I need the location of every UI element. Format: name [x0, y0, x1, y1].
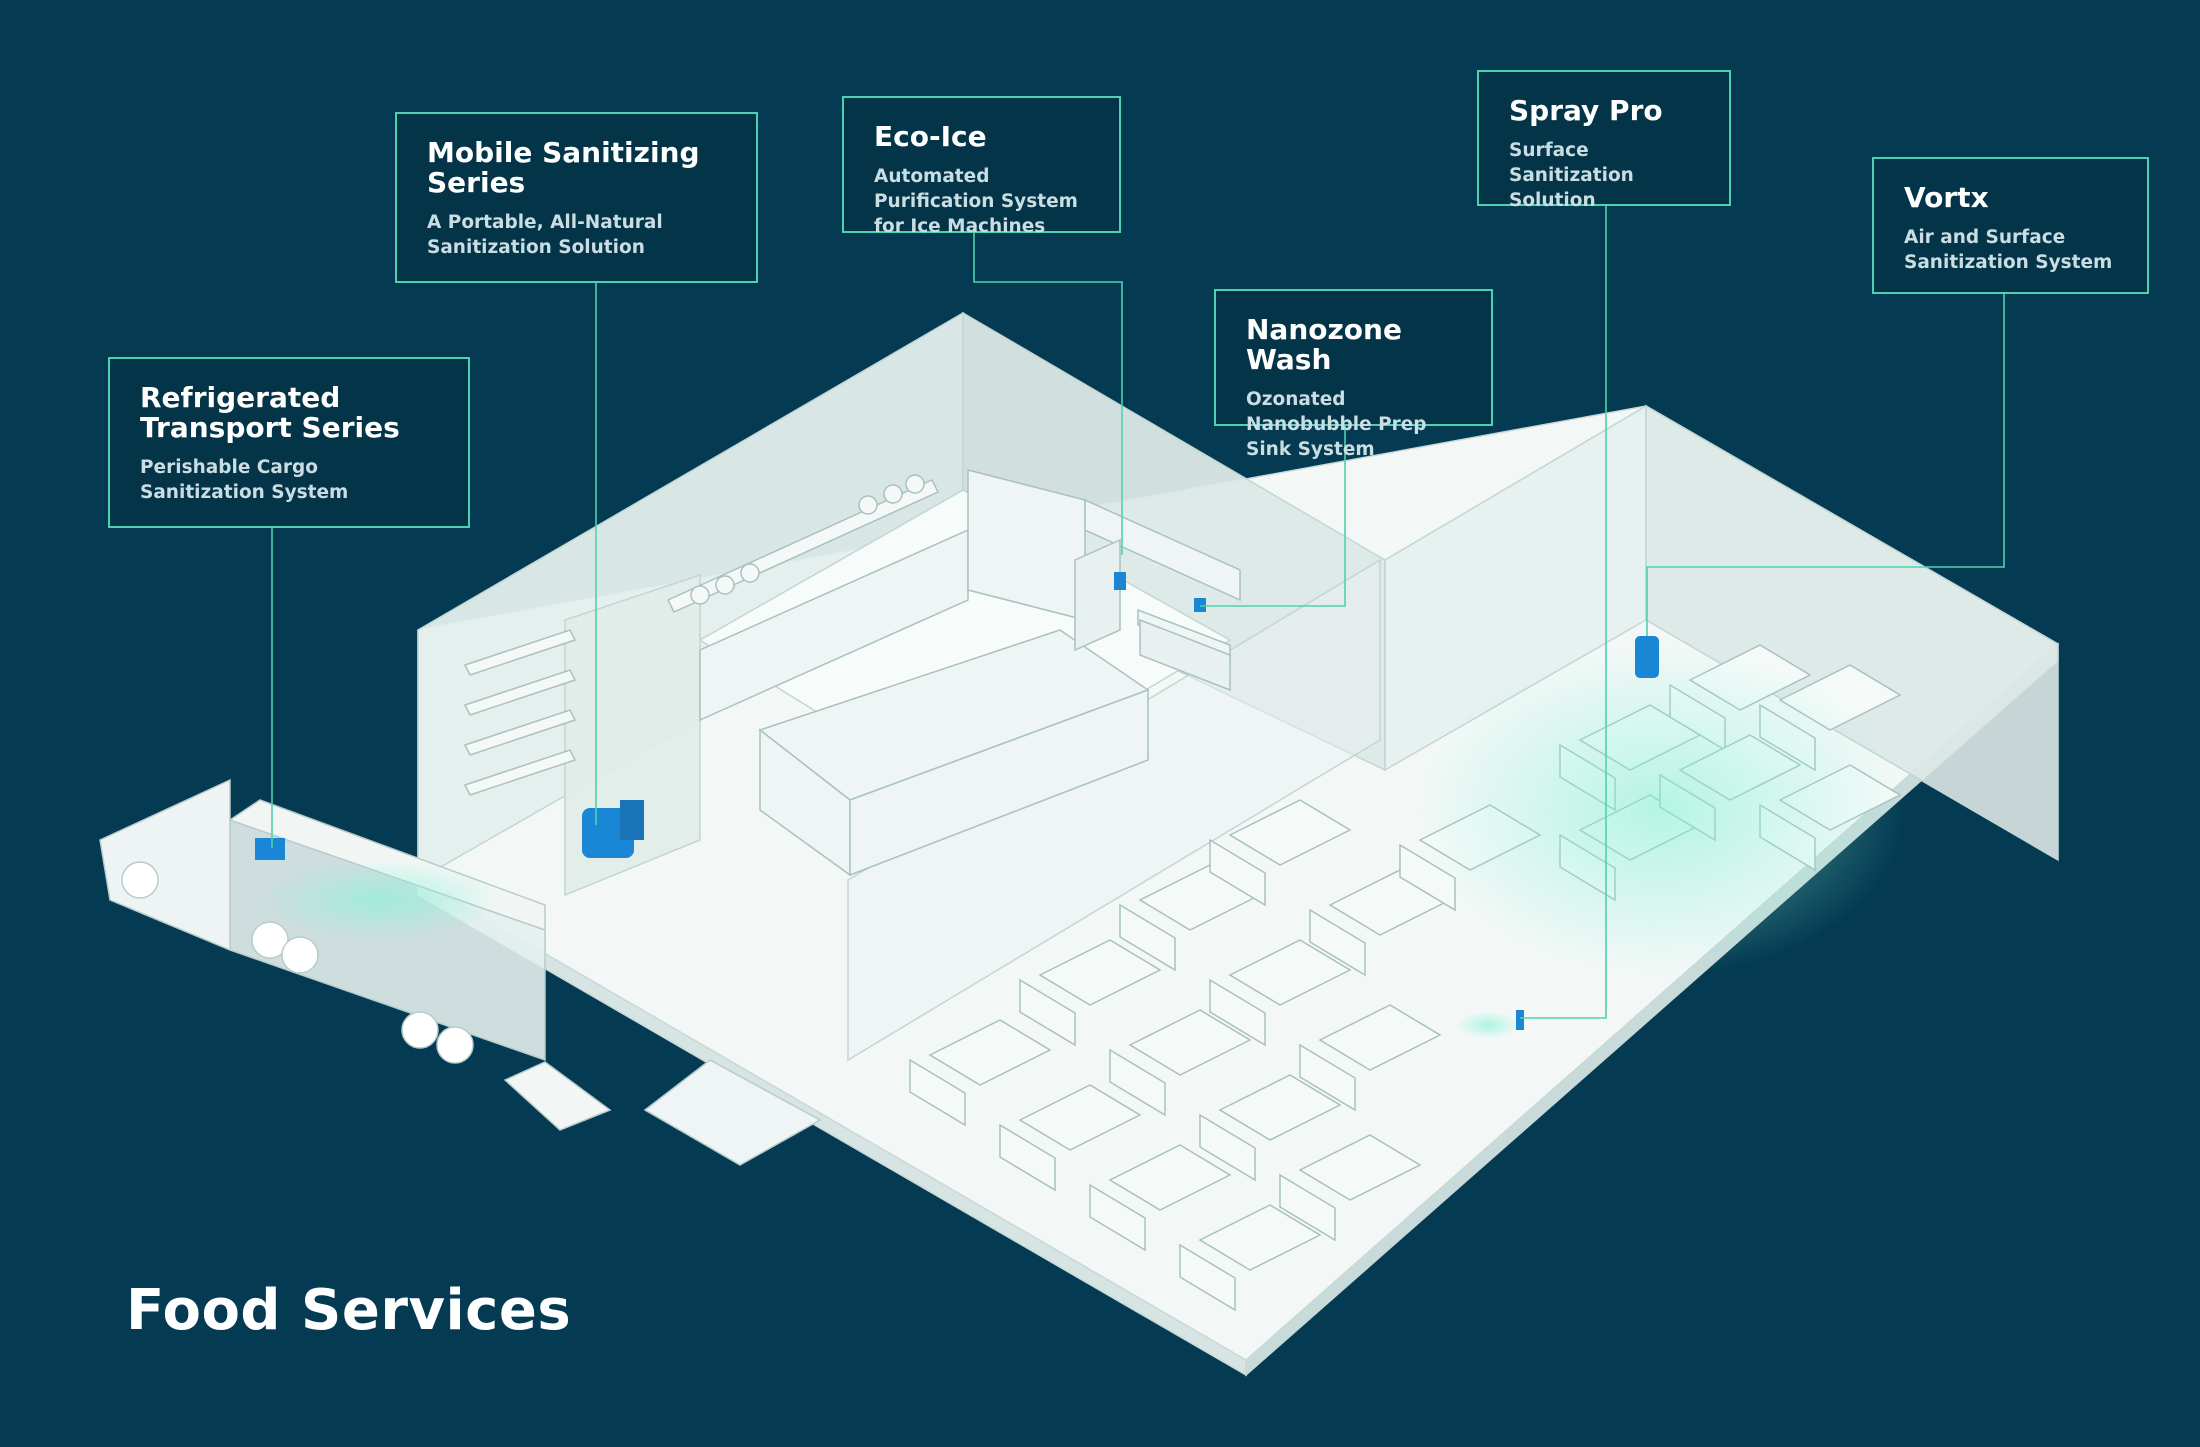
dining-table: [1218, 1074, 1342, 1141]
dining-table: [1018, 1084, 1142, 1151]
dining-table: [1228, 939, 1352, 1006]
booth-seat: [1209, 838, 1266, 907]
booth-seat: [999, 1123, 1056, 1192]
delivery-truck: [99, 778, 822, 1166]
callout-description: Automated Purification System for Ice Ma…: [874, 166, 1078, 237]
callout-mobile-sanitizing: Mobile Sanitizing Series A Portable, All…: [395, 112, 758, 283]
callout-description: Air and Surface Sanitization System: [1904, 227, 2113, 273]
vortx-zone: [1415, 636, 1905, 975]
page-title: Food Services: [126, 1278, 572, 1343]
booth-seat: [1179, 1243, 1236, 1312]
dining-table: [1128, 1009, 1252, 1076]
callout-leader-lines: [271, 205, 2005, 1019]
booth-seat: [1199, 1113, 1256, 1182]
booth-seat: [1119, 903, 1176, 972]
dining-table: [1318, 1004, 1442, 1071]
dining-table: [928, 1019, 1052, 1086]
dining-table: [1198, 1204, 1322, 1271]
callout-title: Eco-Ice: [874, 120, 987, 153]
booth-seat: [1019, 978, 1076, 1047]
callout-description: Surface Sanitization Solution: [1509, 140, 1634, 211]
booth-seat: [1109, 1048, 1166, 1117]
booth-seat: [1299, 1043, 1356, 1112]
callout-description: Perishable Cargo Sanitization System: [140, 457, 349, 503]
callout-spray-pro: Spray Pro Surface Sanitization Solution: [1477, 70, 1731, 211]
kitchen-counters: [699, 469, 1241, 877]
booth-seat: [1309, 908, 1366, 977]
callout-vortx: Vortx Air and Surface Sanitization Syste…: [1872, 157, 2149, 294]
ice-machine: [1074, 538, 1126, 652]
dining-table: [1108, 1144, 1232, 1211]
prep-sink: [1139, 598, 1231, 692]
callout-eco-ice: Eco-Ice Automated Purification System fo…: [842, 96, 1121, 237]
dining-table: [1298, 1134, 1422, 1201]
callout-title: Mobile Sanitizing Series: [427, 136, 700, 199]
booth-seat: [909, 1058, 966, 1127]
booth-seat: [1089, 1183, 1146, 1252]
callout-title: Spray Pro: [1509, 94, 1663, 127]
kitchen-shelves: [463, 474, 940, 796]
dining-table: [1038, 939, 1162, 1006]
booth-seat: [1209, 978, 1266, 1047]
callout-nanozone-wash: Nanozone Wash Ozonated Nanobubble Prep S…: [1214, 289, 1493, 460]
dining-table: [1228, 799, 1352, 866]
callout-description: A Portable, All-Natural Sanitization Sol…: [427, 212, 663, 258]
callout-description: Ozonated Nanobubble Prep Sink System: [1246, 389, 1427, 460]
callout-refrigerated-transport: Refrigerated Transport Series Perishable…: [108, 357, 470, 528]
callout-title: Nanozone Wash: [1246, 313, 1402, 376]
callout-title: Vortx: [1904, 181, 1989, 214]
mobile-sanitizer: [582, 800, 644, 858]
booth-seat: [1279, 1173, 1336, 1242]
spray-pro-device: [1456, 1010, 1524, 1039]
callout-title: Refrigerated Transport Series: [140, 381, 400, 444]
